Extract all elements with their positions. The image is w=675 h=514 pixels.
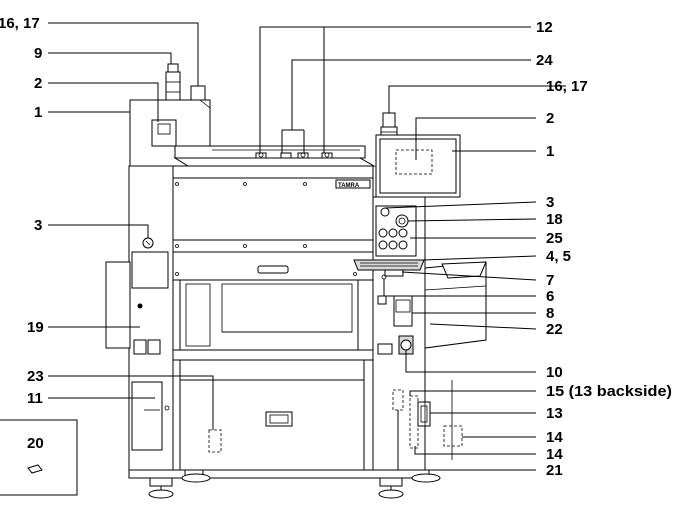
callout-19: 19	[27, 319, 44, 336]
callout-15-13-backside: 15 (13 backside)	[546, 383, 672, 400]
callout-7: 7	[546, 272, 554, 289]
callout-8: 8	[546, 305, 554, 322]
callout-10: 10	[546, 364, 563, 381]
callout-14-b: 14	[546, 446, 563, 463]
callout-6: 6	[546, 288, 554, 305]
inset-box-20	[0, 419, 78, 496]
callout-22: 22	[546, 321, 563, 338]
callout-3-right: 3	[546, 194, 554, 211]
callout-14-a: 14	[546, 429, 563, 446]
callout-18: 18	[546, 211, 563, 228]
callout-9: 9	[34, 45, 42, 62]
left-side-panel	[105, 237, 170, 451]
callout-2-right: 2	[546, 110, 554, 127]
top-cover	[173, 145, 376, 167]
callout-3-left: 3	[34, 217, 42, 234]
leader-lines	[48, 22, 566, 471]
main-body: TAMRA	[128, 165, 374, 477]
callout-24: 24	[536, 52, 553, 69]
callout-13: 13	[546, 405, 563, 422]
callout-21: 21	[546, 462, 563, 479]
callout-16-17-right: 16, 17	[546, 78, 588, 95]
callout-1-left: 1	[34, 104, 42, 121]
right-control-body	[353, 196, 431, 476]
callout-11: 11	[27, 390, 43, 407]
right-monitor	[375, 134, 461, 198]
right-side-module	[424, 261, 487, 470]
callout-labels: 16, 17 9 2 1 3 19 23 11 20 12 24 16, 17 …	[0, 15, 672, 479]
callout-12: 12	[536, 19, 553, 36]
machine-drawing: TAMRA	[0, 63, 487, 499]
base-and-feet	[128, 429, 441, 499]
callout-20: 20	[27, 435, 44, 452]
callout-1-right: 1	[546, 143, 554, 160]
callout-23: 23	[27, 368, 44, 385]
callout-2-left: 2	[34, 75, 42, 92]
callout-4-5: 4, 5	[546, 248, 571, 265]
callout-25: 25	[546, 230, 563, 247]
callout-16-17-left: 16, 17	[0, 15, 40, 32]
brand-plate: TAMRA	[338, 183, 360, 189]
